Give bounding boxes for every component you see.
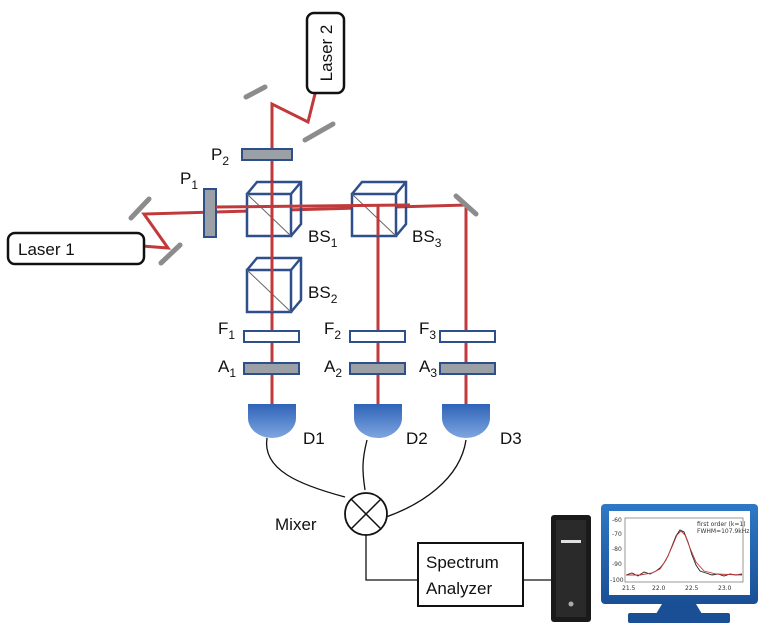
- plot-legend-2: FWHM=107.9kHz: [697, 528, 749, 535]
- f2-label: F2: [324, 319, 341, 342]
- filter-f2: [349, 330, 406, 343]
- laser2-source: Laser 2: [305, 11, 346, 95]
- f3-label: F3: [419, 319, 436, 342]
- computer-tower: [551, 515, 591, 622]
- laser1-label: Laser 1: [18, 240, 75, 259]
- mirror-top-right: [302, 121, 336, 143]
- beamsplitter-bs2: [245, 256, 303, 314]
- a3-label: A3: [419, 357, 437, 380]
- detector-d3: [442, 404, 490, 438]
- plot-ytick: -90: [612, 561, 622, 568]
- d1-label: D1: [303, 429, 325, 448]
- a2-label: A2: [324, 357, 342, 380]
- mixer: [344, 492, 388, 536]
- a1-label: A1: [218, 357, 236, 380]
- plot-legend-1: first order (k=1): [697, 521, 746, 528]
- d2-label: D2: [406, 429, 428, 448]
- bs3-label: BS3: [412, 227, 442, 250]
- beamsplitter-bs1: [245, 180, 303, 238]
- laser1-source: Laser 1: [6, 231, 146, 266]
- plot-ytick: -60: [612, 517, 622, 524]
- laser1-beam: [141, 203, 468, 412]
- plot-ytick: -100: [610, 577, 624, 584]
- detector-d2: [354, 404, 402, 438]
- attenuator-a3: [439, 362, 496, 375]
- p1-label: P1: [180, 169, 198, 192]
- p2-label: P2: [211, 145, 229, 168]
- plot-fit: [626, 530, 743, 576]
- detector-d1: [248, 404, 296, 438]
- plot-xtick: 21.5: [622, 585, 636, 592]
- mixer-label: Mixer: [275, 515, 317, 534]
- mirror-left-upper: [128, 196, 152, 221]
- bs1-label: BS1: [308, 227, 338, 250]
- laser2-label: Laser 2: [317, 25, 336, 82]
- bs2-label: BS2: [308, 283, 338, 306]
- filter-f3: [439, 330, 496, 343]
- analyzer-line1: Spectrum: [426, 553, 499, 572]
- mirror-right: [453, 193, 479, 217]
- plot-ytick: -80: [612, 546, 622, 553]
- beamsplitter-bs3: [350, 180, 408, 238]
- plot-ytick: -70: [612, 531, 622, 538]
- f1-label: F1: [218, 319, 235, 342]
- filter-f1: [243, 330, 300, 343]
- spectrum-analyzer: [417, 542, 524, 607]
- mirror-top-left: [243, 84, 268, 100]
- mirrors: [128, 84, 479, 266]
- beams-through-cubes: [215, 182, 411, 312]
- attenuator-a2: [349, 362, 406, 375]
- plot-xtick: 23.0: [718, 585, 732, 592]
- d3-label: D3: [500, 429, 522, 448]
- monitor-plot: first order (k=1) FWHM=107.9kHz -60 -70 …: [610, 517, 749, 592]
- plot-xtick: 22.5: [685, 585, 699, 592]
- plot-xtick: 22.0: [652, 585, 666, 592]
- analyzer-line2: Analyzer: [426, 579, 492, 598]
- polarizer-p1: [203, 188, 217, 238]
- polarizer-p2: [241, 148, 293, 161]
- mirror-left-lower: [158, 242, 183, 266]
- attenuator-a1: [243, 362, 300, 375]
- signal-wires: [266, 437, 552, 581]
